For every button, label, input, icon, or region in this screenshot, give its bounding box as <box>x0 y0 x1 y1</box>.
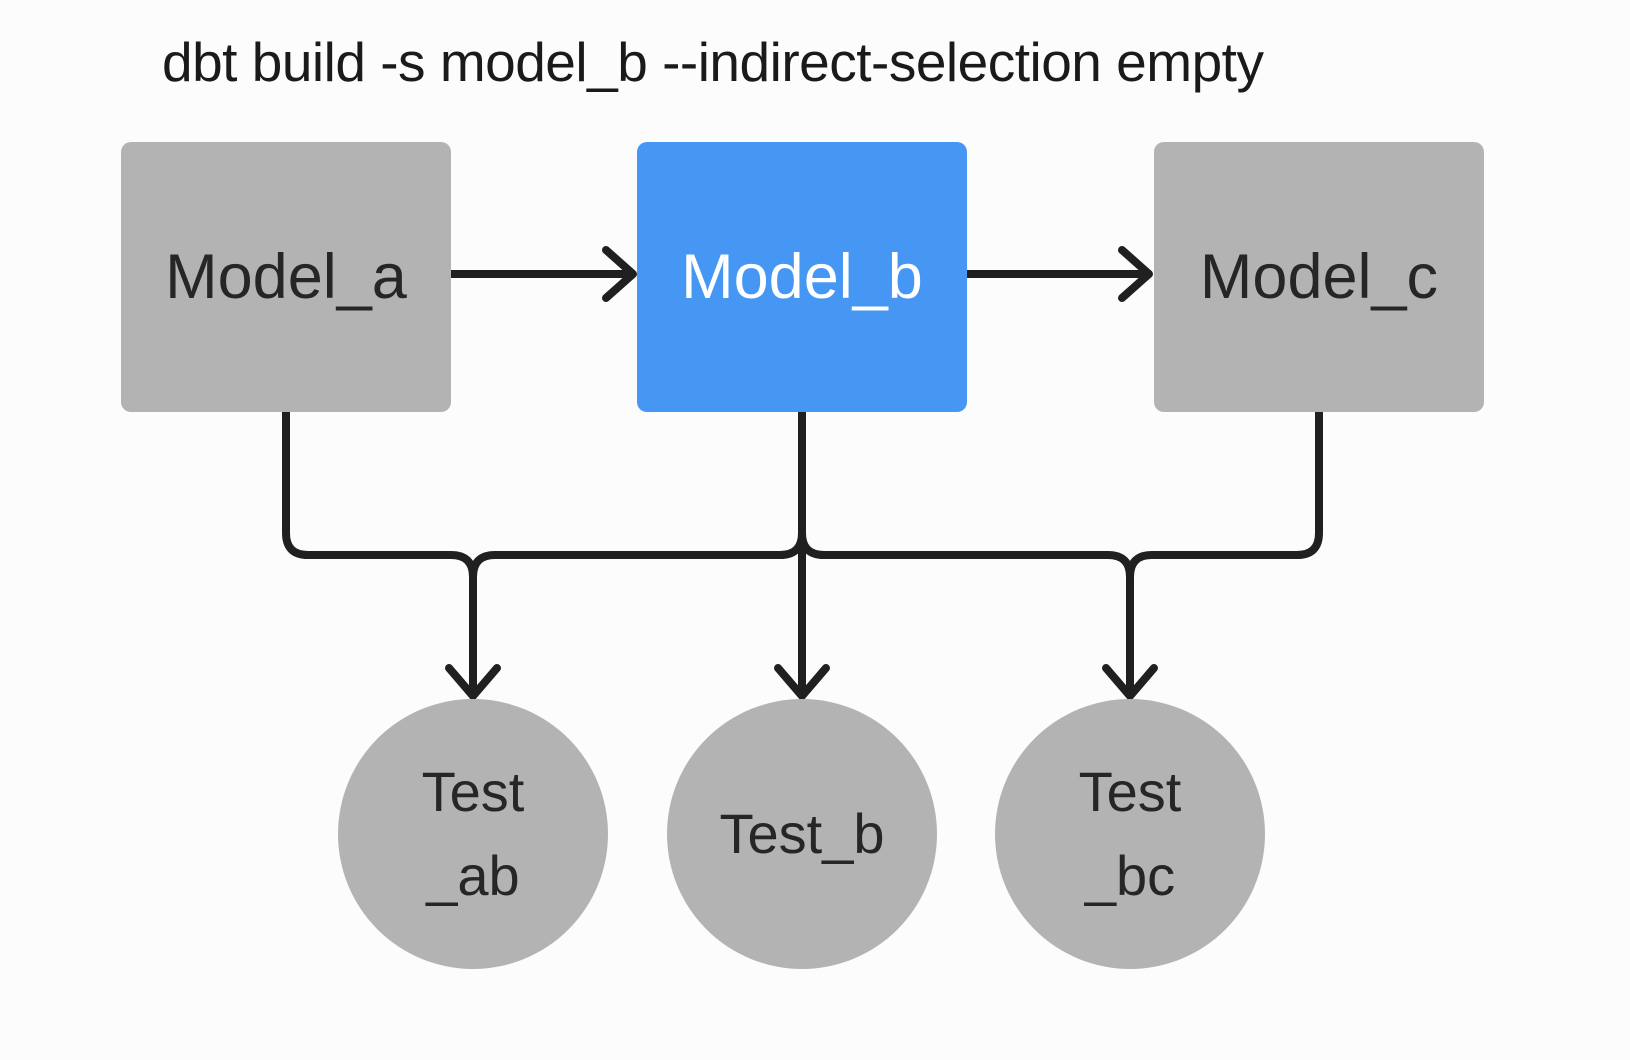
test-node-test_bc: Test _bc <box>995 699 1265 969</box>
model-node-model_c: Model_c <box>1154 142 1484 412</box>
edge-model_b-test_bc <box>798 408 1134 694</box>
edge-model_b-test_ab <box>469 408 806 694</box>
edge-model_c-test_bc <box>1126 408 1323 694</box>
model-label: Model_a <box>165 242 407 312</box>
test-node-test_ab: Test _ab <box>338 699 608 969</box>
test-node-test_b: Test_b <box>667 699 937 969</box>
arrowhead-test_ab-top <box>445 664 501 700</box>
model-label: Model_c <box>1199 242 1439 312</box>
arrowhead-test_b-top <box>774 664 830 700</box>
test-label: Test_b <box>719 802 885 865</box>
arrowhead-test_bc-top <box>1102 664 1158 700</box>
test-label: Test _ab <box>421 760 525 907</box>
model-node-model_a: Model_a <box>121 142 451 412</box>
diagram-title: dbt build -s model_b --indirect-selectio… <box>162 31 1264 93</box>
model-label: Model_b <box>681 242 923 312</box>
edge-model_a-test_ab <box>282 408 477 694</box>
model-node-model_b: Model_b <box>637 142 967 412</box>
arrowhead-model_b-left <box>602 246 637 302</box>
test-label: Test _bc <box>1078 760 1182 907</box>
arrowhead-model_c-left <box>1118 246 1153 302</box>
